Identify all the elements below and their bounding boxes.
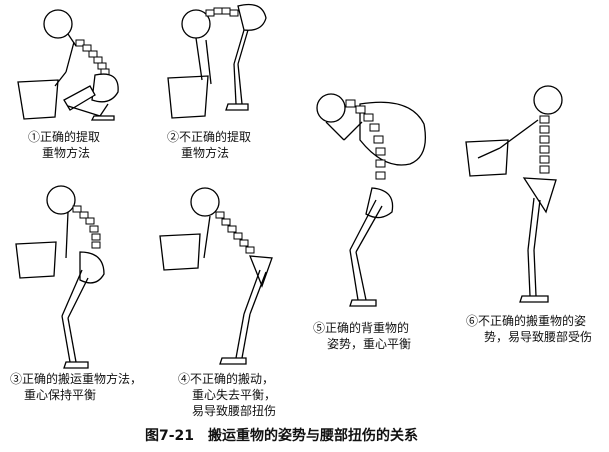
caption-line: 易导致腰部扭伤 [192, 404, 277, 418]
caption-line: 重心失去平衡， [192, 388, 277, 402]
figure-incorrect-hold [465, 85, 563, 303]
caption-correct-carry: ③正确的搬运重物方法， 重心保持平衡 [10, 371, 142, 403]
caption-line: ②不正确的提取 [167, 130, 252, 144]
caption-correct-back-carry: ⑤正确的背重物的 姿势，重心平衡 [313, 320, 411, 352]
figure-correct-lift [17, 9, 119, 121]
caption-line: 重物方法 [181, 146, 230, 160]
caption-line: ⑤正确的背重物的 [313, 321, 410, 335]
caption-line: ①正确的提取 [28, 130, 101, 144]
caption-line: 重物方法 [42, 146, 91, 160]
caption-incorrect-carry: ④不正确的搬动， 重心失去平衡， 易导致腰部扭伤 [178, 371, 276, 419]
figure-caption: 图7-21 搬运重物的姿势与腰部扭伤的关系 [145, 425, 418, 445]
caption-line: ⑥不正确的搬重物的姿 [466, 314, 587, 328]
caption-line: 势，易导致腰部受伤 [484, 330, 593, 344]
caption-line: ③正确的搬运重物方法， [10, 372, 143, 386]
caption-correct-lift: ①正确的提取 重物方法 [28, 129, 100, 161]
caption-line: ④不正确的搬动， [178, 372, 275, 386]
figure-incorrect-carry [159, 187, 273, 365]
figure-correct-carry [15, 185, 105, 369]
caption-incorrect-lift: ②不正确的提取 重物方法 [167, 129, 251, 161]
caption-line: 姿势，重心平衡 [327, 337, 412, 351]
caption-incorrect-hold: ⑥不正确的搬重物的姿 势，易导致腰部受伤 [466, 313, 592, 345]
figure-correct-back-carry [316, 93, 427, 307]
figure-number: 图7-21 [145, 428, 195, 444]
caption-line: 重心保持平衡 [24, 388, 97, 402]
figure-title: 搬运重物的姿势与腰部扭伤的关系 [208, 428, 419, 444]
figure-incorrect-lift [167, 3, 267, 119]
